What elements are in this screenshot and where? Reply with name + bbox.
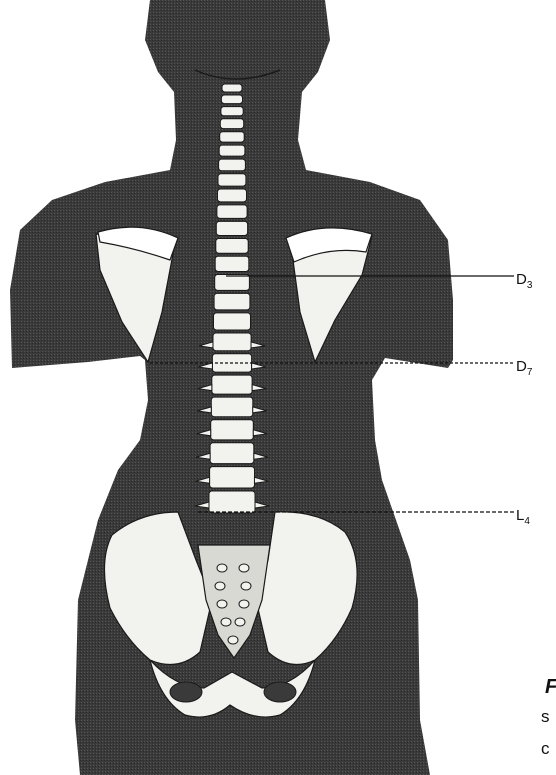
left-obturator — [170, 682, 202, 702]
caption-fragment-2: s — [541, 707, 550, 726]
sacral-foramen — [241, 582, 251, 590]
vertebra — [214, 313, 251, 330]
d7-sub: 7 — [527, 367, 533, 378]
svg-text:D7: D7 — [516, 358, 533, 378]
vertebra — [218, 189, 247, 202]
caption-fragment-3: c — [541, 739, 550, 758]
vertebra — [209, 491, 255, 513]
vertebra — [215, 256, 249, 271]
vertebra — [221, 95, 242, 104]
d3-sub: 3 — [527, 280, 533, 291]
sacral-foramen — [215, 582, 225, 590]
d3-letter: D — [516, 271, 527, 288]
vertebra — [213, 333, 251, 351]
vertebra — [215, 275, 250, 291]
caption-fragment-1: F — [545, 676, 556, 698]
d7-letter: D — [516, 358, 527, 375]
vertebra — [216, 239, 248, 254]
svg-text:D3: D3 — [516, 271, 533, 291]
sacral-foramen — [239, 600, 249, 608]
vertebra — [216, 221, 247, 235]
vertebra — [212, 375, 252, 394]
sacral-foramen — [239, 564, 249, 572]
vertebra — [211, 420, 254, 440]
sacral-foramen — [228, 636, 238, 644]
l4-sub: 4 — [524, 516, 530, 527]
vertebra — [222, 84, 242, 92]
vertebra — [219, 145, 245, 156]
vertebra — [214, 293, 250, 310]
vertebra — [218, 174, 246, 186]
vertebra — [220, 119, 243, 129]
vertebra — [211, 397, 253, 417]
vertebra — [221, 107, 243, 116]
sacral-foramen — [221, 618, 231, 626]
sacral-foramen — [217, 564, 227, 572]
sacral-foramen — [217, 600, 227, 608]
vertebra — [210, 443, 254, 464]
vertebra — [220, 132, 245, 142]
vertebra — [217, 205, 247, 219]
sacral-foramen — [235, 618, 245, 626]
vertebra — [219, 159, 246, 171]
right-obturator — [264, 682, 296, 702]
svg-text:L4: L4 — [516, 507, 530, 527]
vertebra — [210, 467, 255, 488]
l4-letter: L — [516, 507, 524, 524]
